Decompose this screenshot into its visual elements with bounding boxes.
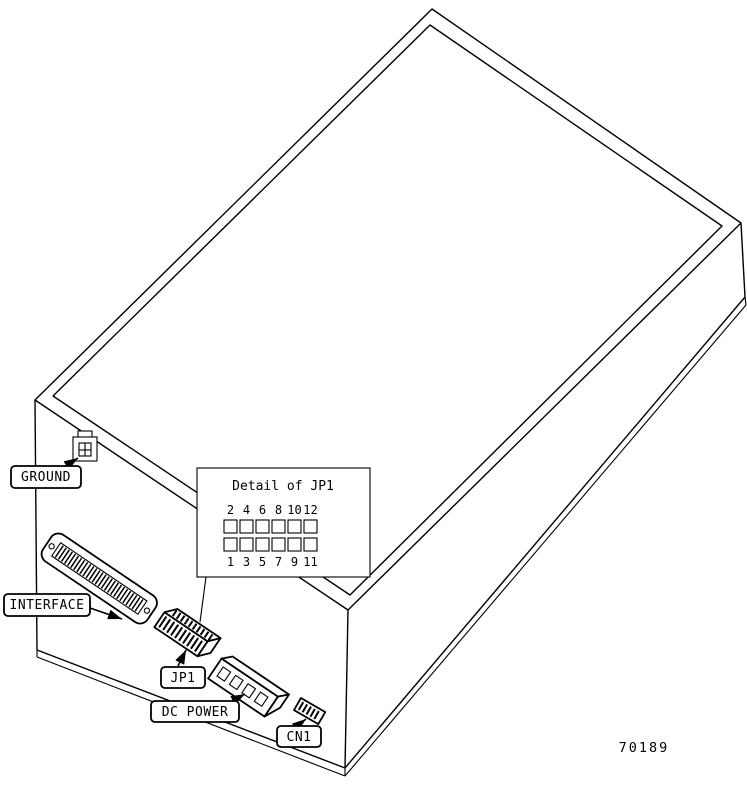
detail-leader-line [199, 576, 207, 623]
interface-leader-arrow [89, 607, 123, 620]
interface-screw-right [143, 607, 151, 614]
ground-lug [72, 430, 98, 462]
dc-power-label-box [150, 700, 240, 723]
interface-pins-hatch [54, 545, 144, 612]
cn1-label: CN1 [287, 730, 312, 745]
callout-ground: GROUND [10, 465, 82, 489]
ground-label: GROUND [21, 470, 71, 485]
jp1-leader-arrow [175, 649, 187, 667]
pin-cell [303, 519, 318, 534]
callout-cn1: CN1 [276, 725, 322, 748]
callout-interface: INTERFACE [3, 593, 91, 617]
figure-number: 70189 [619, 740, 670, 756]
pin-label-top-4: 8 [275, 503, 282, 517]
pin-cell [239, 519, 254, 534]
pin-label-bottom-2: 3 [243, 555, 250, 569]
cn1-label-box [276, 725, 322, 748]
enclosure [34, 8, 747, 777]
interface-label-box [3, 593, 91, 617]
pin-cell [287, 519, 302, 534]
dc-power-connector [207, 655, 290, 718]
interface-screw-left [48, 543, 55, 550]
interface-connector [40, 532, 158, 625]
pin-label-top-2: 4 [243, 503, 250, 517]
enclosure-right-top-edge [740, 222, 746, 298]
ground-label-box [10, 465, 82, 489]
pin-cell [271, 537, 286, 552]
pin-cell [239, 537, 254, 552]
dc-power-pin-2 [228, 674, 244, 691]
pin-cell [303, 537, 318, 552]
interface-label: INTERFACE [10, 598, 85, 613]
pin-label-bottom-1: 1 [227, 555, 234, 569]
base-flange-right-tick [744, 296, 747, 306]
pin-label-bottom-4: 7 [275, 555, 282, 569]
base-flange-right [344, 304, 747, 777]
enclosure-right-bottom-edge [344, 296, 746, 769]
dc-power-pin-3 [241, 682, 257, 699]
dc-power-pin-4 [253, 691, 269, 708]
dc-power-pin-1 [216, 666, 232, 682]
detail-pin-grid [223, 519, 318, 552]
jp1-connector [153, 608, 222, 658]
pin-cell [271, 519, 286, 534]
pin-cell [223, 537, 238, 552]
detail-title: Detail of JP1 [232, 479, 334, 494]
jp1-label-box [160, 666, 206, 689]
pin-label-bottom-3: 5 [259, 555, 266, 569]
callout-dc-power: DC POWER [150, 700, 240, 723]
pin-label-bottom-6: 11 [303, 555, 317, 569]
cn1-connector [293, 697, 327, 726]
cn1-leader-arrow [291, 718, 307, 732]
pin-label-top-3: 6 [259, 503, 266, 517]
jp1-detail-inset: Detail of JP1 2 4 6 8 10 12 1 3 5 7 9 11 [196, 467, 371, 578]
pin-cell [255, 537, 270, 552]
enclosure-top-inner-rim [52, 24, 723, 596]
pin-label-top-1: 2 [227, 503, 234, 517]
enclosure-front-right-edge [344, 609, 349, 769]
pin-label-bottom-5: 9 [291, 555, 298, 569]
pin-cell [255, 519, 270, 534]
pin-label-top-5: 10 [287, 503, 301, 517]
pin-cell [223, 519, 238, 534]
dc-power-label: DC POWER [162, 705, 229, 720]
jp1-label: JP1 [171, 671, 196, 686]
dc-power-leader-arrow [230, 693, 246, 706]
callout-jp1: JP1 [160, 666, 206, 689]
pin-cell [287, 537, 302, 552]
pin-label-top-6: 12 [303, 503, 317, 517]
